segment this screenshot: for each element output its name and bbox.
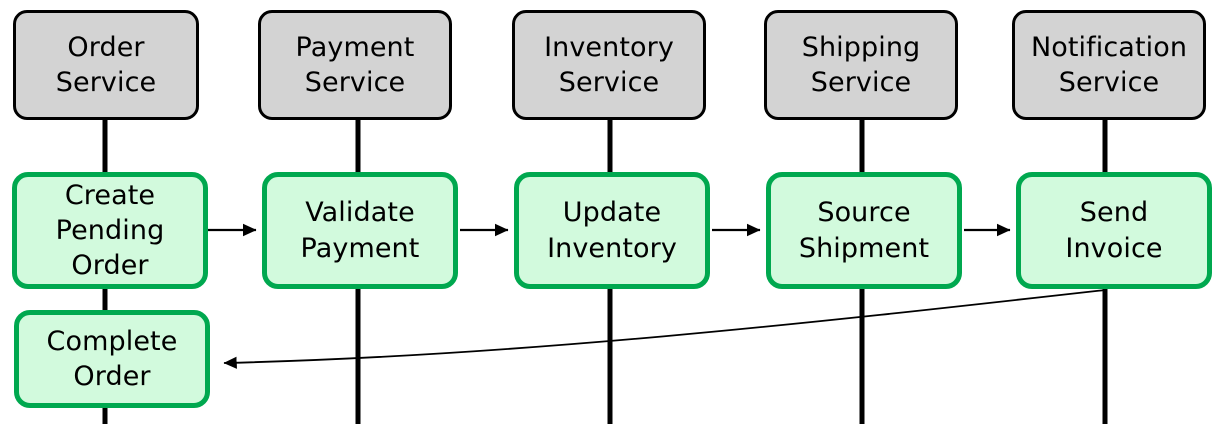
service-label-line: Service — [55, 67, 157, 98]
activity-label-line: Pending — [55, 214, 165, 246]
activity-label-line: Validate — [305, 197, 415, 229]
activity-label-line: Shipment — [798, 232, 930, 264]
activity-box-validate-payment[interactable]: Validate Payment — [262, 172, 458, 289]
service-box-payment[interactable]: Payment Service — [258, 10, 452, 120]
activity-label-line: Payment — [300, 232, 420, 264]
activity-label-line: Invoice — [1065, 232, 1163, 264]
activity-label-line: Update — [562, 197, 662, 229]
service-label-line: Service — [558, 67, 660, 98]
activity-box-source-shipment[interactable]: Source Shipment — [766, 172, 962, 289]
service-label-line: Service — [304, 67, 406, 98]
activity-label-line: Create — [64, 179, 156, 211]
service-box-inventory[interactable]: Inventory Service — [512, 10, 706, 120]
activity-label-line: Order — [71, 250, 149, 282]
activity-label-line: Order — [73, 361, 151, 392]
service-label-line: Payment — [295, 31, 415, 63]
service-label-line: Order — [67, 31, 145, 63]
edge-invoice-to-complete — [223, 289, 1106, 369]
activity-box-create-pending-order[interactable]: Create Pending Order — [12, 172, 208, 289]
service-box-order[interactable]: Order Service — [13, 10, 199, 120]
activity-label-line: Send — [1079, 197, 1149, 229]
service-label-line: Service — [1058, 67, 1160, 98]
activity-box-send-invoice[interactable]: Send Invoice — [1016, 172, 1212, 289]
activity-box-update-inventory[interactable]: Update Inventory — [514, 172, 710, 289]
service-label-line: Shipping — [801, 31, 921, 63]
service-box-shipping[interactable]: Shipping Service — [764, 10, 958, 120]
service-label-line: Notification — [1030, 31, 1188, 63]
activity-label-line: Source — [817, 197, 911, 229]
activity-label-line: Complete — [46, 325, 178, 357]
activity-box-complete-order[interactable]: Complete Order — [14, 310, 210, 408]
activity-label-line: Inventory — [547, 232, 677, 264]
service-label-line: Service — [810, 67, 912, 98]
service-label-line: Inventory — [544, 31, 674, 63]
service-box-notification[interactable]: Notification Service — [1012, 10, 1206, 120]
